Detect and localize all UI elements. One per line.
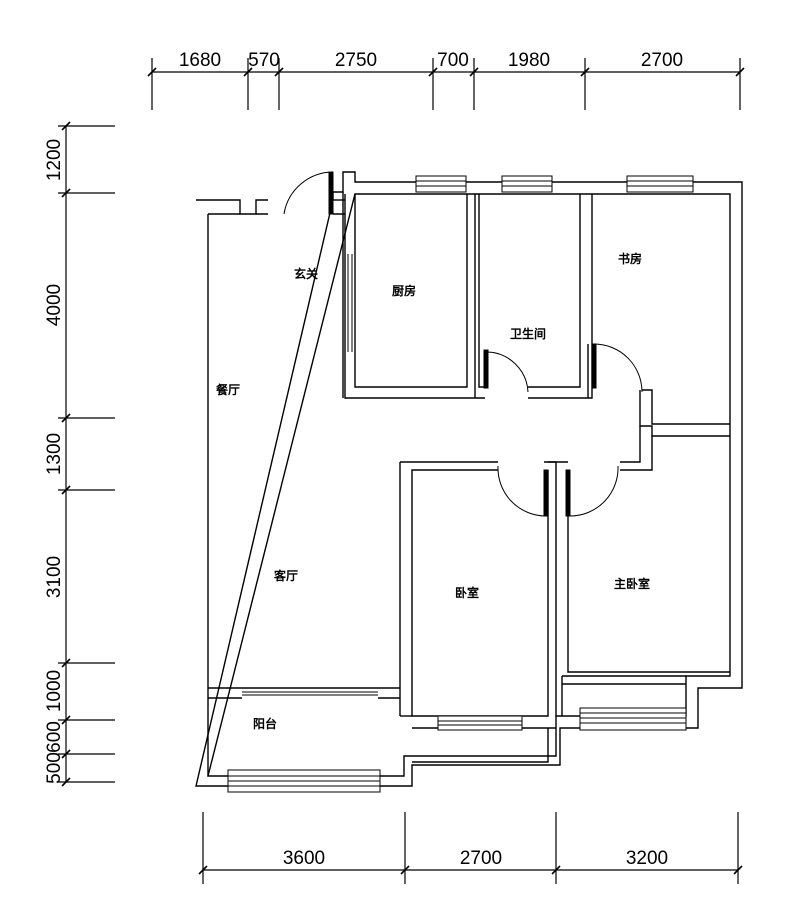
room-labels: 玄关 厨房 卫生间 书房 餐厅 客厅 卧室 主卧室 阳台 xyxy=(216,251,650,731)
bathroom-window xyxy=(501,175,553,193)
doors xyxy=(283,171,643,517)
windows xyxy=(227,175,694,793)
master-bedroom-window xyxy=(579,707,687,731)
study-door xyxy=(593,343,643,393)
room-label-study: 书房 xyxy=(618,251,642,266)
room-label-master-bedroom: 主卧室 xyxy=(614,576,650,591)
left-dim-4: 3100 xyxy=(44,556,65,598)
room-label-bedroom: 卧室 xyxy=(455,585,479,600)
left-dim-6: 600 xyxy=(44,721,65,753)
top-dimension-chain: 1680 570 2750 700 1980 2700 xyxy=(147,50,745,110)
left-dim-7: 500 xyxy=(44,752,65,784)
room-label-bathroom: 卫生间 xyxy=(510,326,546,341)
interior-walls xyxy=(208,192,730,763)
master-bedroom-door xyxy=(569,465,619,517)
kitchen-window xyxy=(415,175,467,193)
left-dim-5: 1000 xyxy=(44,670,65,712)
bottom-dim-1: 3600 xyxy=(283,848,325,869)
room-label-living: 客厅 xyxy=(273,568,298,583)
left-dim-2: 4000 xyxy=(44,284,65,326)
top-dim-5: 1980 xyxy=(508,50,550,71)
bottom-dim-3: 3200 xyxy=(626,848,668,869)
room-label-kitchen: 厨房 xyxy=(392,283,416,298)
bedroom-window xyxy=(437,715,523,731)
left-dim-1: 1200 xyxy=(44,139,65,181)
top-dim-4: 700 xyxy=(437,50,469,71)
exterior-walls xyxy=(195,171,743,787)
top-dim-6: 2700 xyxy=(641,50,683,71)
bottom-dim-2: 2700 xyxy=(460,848,502,869)
bedroom-door xyxy=(497,465,547,517)
room-label-dining: 餐厅 xyxy=(216,382,240,397)
study-window xyxy=(626,175,694,193)
left-dim-3: 1300 xyxy=(44,433,65,475)
entry-door xyxy=(283,171,334,215)
room-label-balcony: 阳台 xyxy=(253,716,277,731)
top-dim-2: 570 xyxy=(248,50,280,71)
top-dim-1: 1680 xyxy=(179,50,221,71)
bottom-dimension-chain: 3600 2700 3200 xyxy=(198,812,743,884)
top-dim-3: 2750 xyxy=(335,50,377,71)
bathroom-door xyxy=(485,351,529,393)
room-label-entrance: 玄关 xyxy=(294,266,318,281)
left-dimension-chain: 1200 4000 1300 3100 1000 600 500 xyxy=(44,121,115,787)
